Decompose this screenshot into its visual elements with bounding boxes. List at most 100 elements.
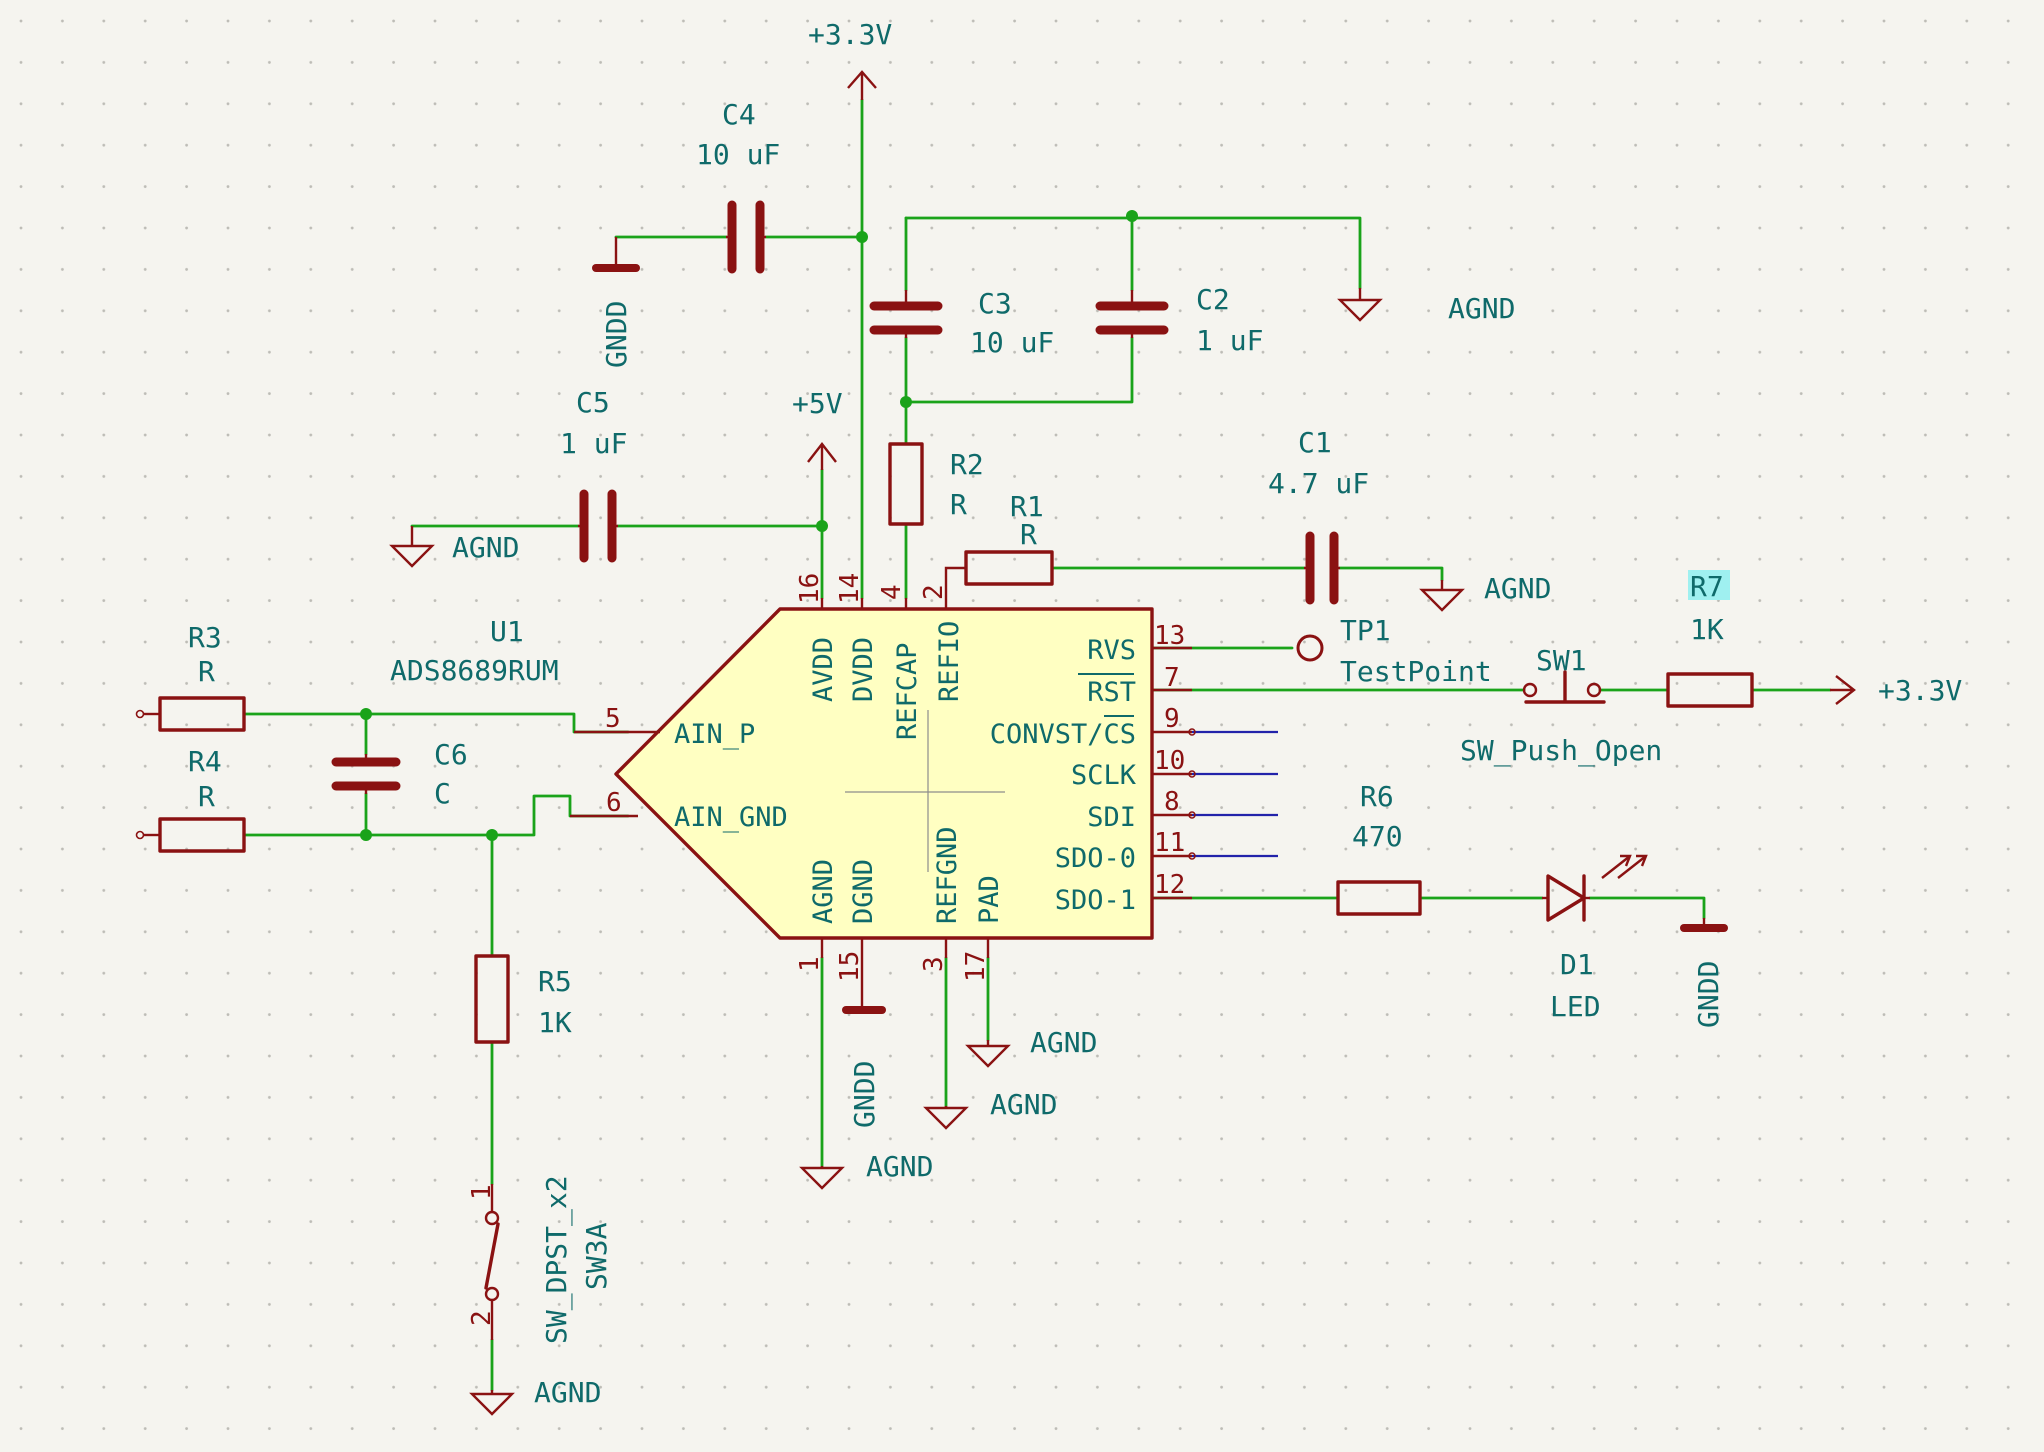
resistor-r6[interactable]: R6 470: [1336, 780, 1422, 916]
resistor-r2[interactable]: R2 R: [888, 442, 984, 526]
pin-name-rvs: RVS: [1087, 635, 1136, 666]
r7-ref: R7: [1690, 570, 1724, 603]
power-symbol-5v[interactable]: +5V: [792, 387, 843, 470]
tp1-value: TestPoint: [1340, 655, 1492, 688]
pin-name-sclk: SCLK: [1071, 760, 1137, 791]
resistor-r5[interactable]: R5 1K: [474, 954, 572, 1044]
r6-ref: R6: [1360, 780, 1394, 813]
sw3a-pin1: 1: [467, 1184, 497, 1200]
agnd-symbol-c1[interactable]: AGND: [1419, 572, 1551, 612]
pin-num-14: 14: [835, 573, 865, 604]
c1-value: 4.7 uF: [1268, 467, 1369, 500]
pin-num-15: 15: [835, 951, 865, 982]
r6-value: 470: [1352, 820, 1403, 853]
agnd-pin-label: AGND: [866, 1150, 933, 1183]
power-symbol-3v3-right[interactable]: +3.3V: [1830, 674, 1962, 707]
pin-num-3: 3: [919, 956, 949, 972]
pin-name-dgnd: DGND: [848, 859, 879, 924]
c4-ref: C4: [722, 98, 756, 131]
agnd-pad-label: AGND: [1030, 1026, 1097, 1059]
switch-sw1[interactable]: SW1 SW_Push_Open: [1460, 644, 1662, 768]
pin-num-7: 7: [1164, 663, 1180, 693]
agnd-c1-label: AGND: [1484, 572, 1551, 605]
resistor-r4[interactable]: R4 R: [135, 745, 246, 853]
pin-num-16: 16: [795, 573, 825, 604]
pin-name-dvdd: DVDD: [848, 637, 879, 702]
agnd-symbol-agnd-pin[interactable]: AGND: [799, 1150, 933, 1190]
pin-num-1: 1: [795, 956, 825, 972]
pin-num-10: 10: [1154, 746, 1185, 776]
pin-num-17: 17: [961, 951, 991, 982]
capacitor-c6[interactable]: C6 C: [331, 738, 468, 810]
agnd-refgnd-label: AGND: [990, 1088, 1057, 1121]
pin-name-agnd: AGND: [808, 859, 839, 924]
agnd-symbol-c5[interactable]: AGND: [389, 526, 519, 568]
tp1-ref: TP1: [1340, 614, 1391, 647]
agnd-symbol-refgnd[interactable]: AGND: [923, 1088, 1057, 1130]
c3-value: 10 uF: [970, 326, 1054, 359]
c2-ref: C2: [1196, 283, 1230, 316]
pin-name-sdi: SDI: [1087, 802, 1136, 833]
capacitor-c4[interactable]: C4 10 uF: [696, 98, 780, 274]
pin-name-sdo-1: SDO-1: [1055, 885, 1136, 916]
agnd-c2-label: AGND: [1448, 292, 1515, 325]
agnd-sw3a-label: AGND: [534, 1376, 601, 1409]
gndd-dgnd-label: GNDD: [848, 1061, 881, 1128]
pin-num-5: 5: [605, 704, 621, 734]
switch-sw3a[interactable]: 1 2 SW_DPST_x2 SW3A: [467, 1175, 613, 1344]
pin-num-6: 6: [606, 788, 622, 818]
c3-ref: C3: [978, 287, 1012, 320]
resistor-r1[interactable]: R1 R: [944, 490, 1054, 598]
capacitor-c5[interactable]: C5 1 uF: [560, 386, 627, 563]
c1-ref: C1: [1298, 426, 1332, 459]
led-d1[interactable]: D1 LED: [1542, 854, 1648, 1023]
c2-value: 1 uF: [1196, 324, 1263, 357]
wires: [242, 98, 1832, 1392]
resistor-r3[interactable]: R3 R: [135, 621, 246, 732]
pin-name-convst-cs: CONVST/CS: [990, 719, 1136, 750]
sw1-value: SW_Push_Open: [1460, 734, 1662, 768]
r5-value: 1K: [538, 1006, 572, 1039]
v33-top-label: +3.3V: [808, 18, 892, 51]
c6-value: C: [434, 777, 451, 810]
r3-value: R: [198, 655, 215, 688]
r7-value: 1K: [1690, 613, 1724, 646]
r1-ref: R1: [1010, 490, 1044, 523]
agnd-symbol-pad[interactable]: AGND: [965, 1026, 1097, 1068]
pin-num-8: 8: [1164, 787, 1180, 817]
d1-value: LED: [1550, 990, 1601, 1023]
digital-lines: [1192, 730, 1278, 858]
c6-ref: C6: [434, 738, 468, 771]
pin-name-refgnd: REFGND: [932, 826, 963, 924]
agnd-c5-label: AGND: [452, 531, 519, 564]
gndd-symbol-c4[interactable]: GNDD: [592, 237, 640, 368]
ic-value: ADS8689RUM: [390, 654, 559, 687]
ic-u1[interactable]: U1 ADS8689RUM 5 6 AIN_P AIN_GND 16 14 4 …: [390, 573, 1196, 1010]
sw3a-ref: SW3A: [580, 1222, 613, 1290]
c5-ref: C5: [576, 386, 610, 419]
r2-ref: R2: [950, 448, 984, 481]
power-symbol-3v3-top[interactable]: +3.3V: [808, 18, 892, 100]
r4-value: R: [198, 780, 215, 813]
capacitor-c1[interactable]: C1 4.7 uF: [1268, 426, 1369, 605]
gndd-symbol-d1[interactable]: GNDD: [1680, 918, 1728, 1028]
pin-name-avdd: AVDD: [808, 637, 839, 702]
d1-ref: D1: [1560, 948, 1594, 981]
pin-name-pad: PAD: [974, 875, 1005, 924]
sw3a-pin2: 2: [467, 1310, 497, 1326]
pin-num-2: 2: [919, 584, 949, 600]
r1-value: R: [1020, 518, 1037, 551]
agnd-symbol-sw3a[interactable]: AGND: [469, 1376, 601, 1416]
sw1-ref: SW1: [1536, 644, 1587, 677]
testpoint-tp1[interactable]: TP1 TestPoint: [1296, 614, 1492, 688]
capacitor-c3[interactable]: C3 10 uF: [869, 287, 1054, 359]
junctions: [360, 210, 1138, 841]
pin-name-ain-gnd: AIN_GND: [674, 802, 788, 833]
capacitor-c2[interactable]: C2 1 uF: [1095, 283, 1263, 357]
gndd-symbol-dgnd[interactable]: GNDD: [842, 1006, 886, 1128]
resistor-r7[interactable]: R7 1K: [1666, 570, 1754, 708]
pin-num-9: 9: [1164, 704, 1180, 734]
agnd-symbol-c2[interactable]: AGND: [1337, 288, 1515, 325]
